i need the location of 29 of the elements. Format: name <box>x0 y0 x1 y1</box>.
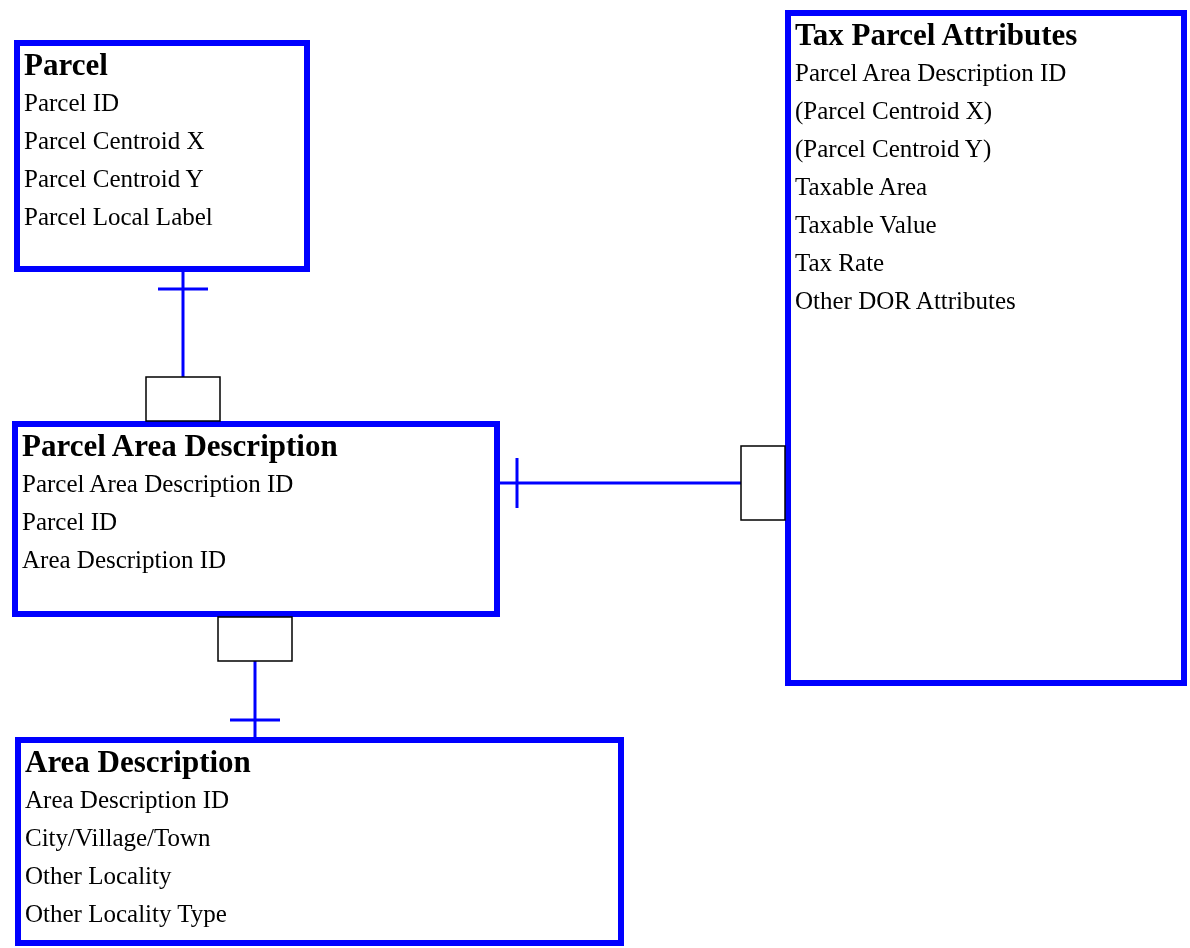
attribute-text: Taxable Value <box>795 210 937 240</box>
attribute-text: Other DOR Attributes <box>795 286 1016 316</box>
entity-box <box>14 40 310 272</box>
attribute-text: Parcel Area Description ID <box>795 58 1067 88</box>
attribute-text: City/Village/Town <box>25 823 211 853</box>
relationship-line <box>145 272 221 422</box>
attribute-text: Parcel ID <box>24 88 120 118</box>
attribute-text: Other Locality Type <box>25 899 227 929</box>
attribute-text: (Parcel Centroid Y) <box>795 134 992 165</box>
attribute-text: Parcel Centroid Y <box>24 164 204 194</box>
relationship-line <box>500 445 786 521</box>
entity-box <box>12 421 500 617</box>
attribute-text: (Parcel Centroid X) <box>795 96 993 127</box>
attribute-text: Parcel Local Label <box>24 202 213 232</box>
relationship-line <box>217 616 293 737</box>
attribute-text: Other Locality <box>25 861 172 891</box>
attribute-text: Parcel Centroid X <box>24 126 205 156</box>
entity-box <box>785 10 1187 686</box>
attribute-text: Parcel ID <box>22 507 118 537</box>
entity-title: Parcel Area Description <box>22 427 338 465</box>
attribute-text: Area Description ID <box>22 545 227 575</box>
attribute-text: Tax Rate <box>795 248 885 278</box>
entity-title: Parcel <box>24 46 108 84</box>
attribute-text: Parcel Area Description ID <box>22 469 294 499</box>
entity-title: Area Description <box>25 743 251 781</box>
attribute-text: Taxable Area <box>795 172 928 202</box>
entity-title: Tax Parcel Attributes <box>795 16 1078 54</box>
attribute-text: Area Description ID <box>25 785 230 815</box>
entity-box <box>15 737 624 946</box>
